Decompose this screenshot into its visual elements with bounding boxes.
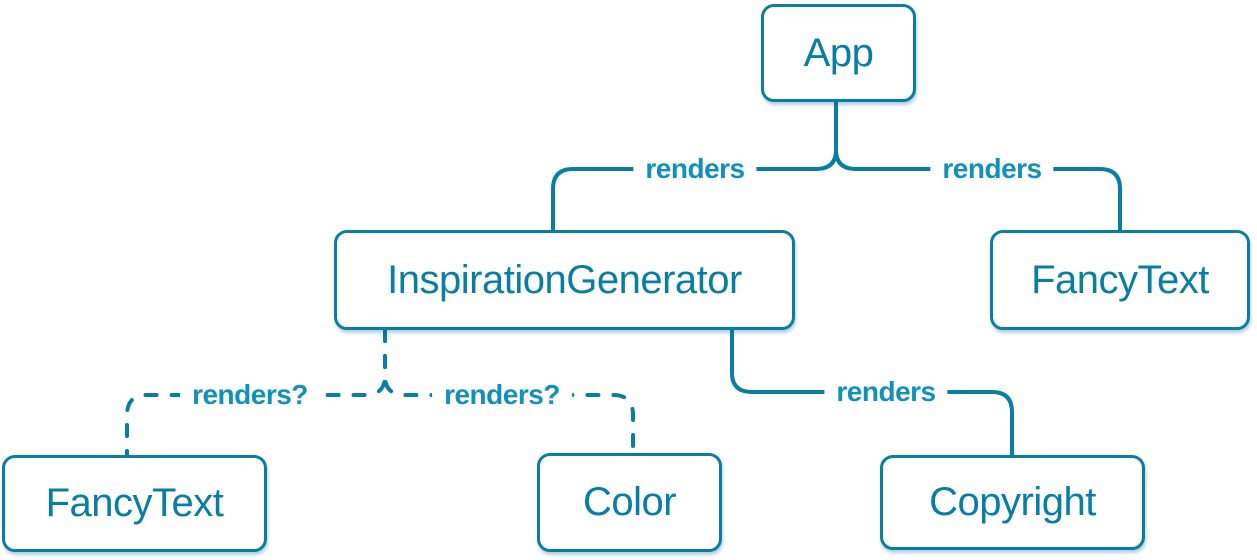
node-copyright: Copyright (880, 455, 1145, 550)
node-color: Color (537, 453, 722, 552)
edge-label-renders-color-conditional: renders? (432, 377, 572, 413)
node-copyright-label: Copyright (929, 480, 1096, 524)
edge-label-renders-fancytext: renders (930, 151, 1054, 187)
node-fancy-text-bottom-label: FancyText (45, 481, 224, 525)
node-inspiration-generator-label: InspirationGenerator (387, 257, 742, 302)
node-app-label: App (803, 30, 874, 75)
node-fancy-text-top: FancyText (990, 230, 1250, 330)
node-inspiration-generator: InspirationGenerator (334, 230, 795, 330)
edge-label-renders-fancytext-conditional: renders? (180, 377, 320, 413)
node-app: App (761, 4, 916, 102)
edge-label-renders-inspirationgenerator: renders (633, 151, 757, 187)
node-fancy-text-top-label: FancyText (1031, 257, 1209, 302)
node-fancy-text-bottom: FancyText (2, 455, 267, 552)
node-color-label: Color (582, 480, 677, 524)
edge-label-renders-copyright: renders (824, 374, 948, 410)
